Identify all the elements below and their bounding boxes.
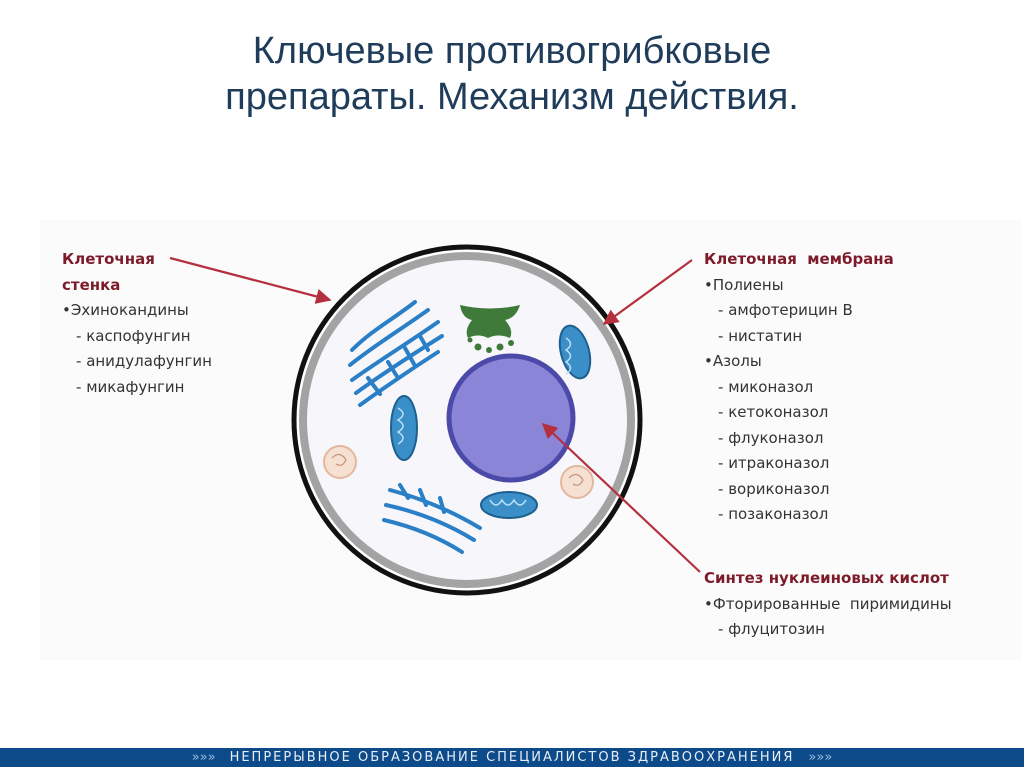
- golgi-apparatus-icon: [460, 305, 520, 353]
- nucleic-acid-arrow: [541, 422, 701, 573]
- slide-title: Ключевые противогрибковые препараты. Мех…: [0, 28, 1024, 120]
- fluorinated-pyrimidines-group: Фторированные пиримидины: [704, 592, 952, 618]
- nucleic-acid-heading: Синтез нуклеиновых кислот: [704, 569, 949, 587]
- cell-wall-arrow: [169, 256, 332, 304]
- cell-membrane-label: Клеточная мембрана Полиены амфотерицин В…: [704, 247, 894, 528]
- endoplasmic-reticulum-icon: [348, 300, 444, 407]
- drug-item: анидулафунгин: [62, 349, 212, 375]
- mitochondrion-icon: [558, 324, 592, 380]
- nucleus-icon: [446, 353, 576, 483]
- lysosome-icon: [323, 445, 357, 479]
- drug-item: вориконазол: [704, 477, 894, 503]
- footer-text: НЕПРЕРЫВНОЕ ОБРАЗОВАНИЕ СПЕЦИАЛИСТОВ ЗДР…: [229, 750, 795, 765]
- cell-membrane-heading: Клеточная мембрана: [704, 250, 894, 268]
- chevron-right-icon: »»»: [191, 750, 216, 765]
- drug-item: миконазол: [704, 375, 894, 401]
- cell-wall-label: Клеточная стенка Эхинокандины каспофунги…: [62, 247, 212, 400]
- slide-title-line2: препараты. Механизм действия.: [225, 76, 799, 118]
- chevron-right-icon: »»»: [808, 750, 833, 765]
- drug-item: амфотерицин В: [704, 298, 894, 324]
- lysosome-icon: [560, 465, 594, 499]
- echinocandins-group: Эхинокандины: [62, 298, 212, 324]
- drug-item: микафунгин: [62, 375, 212, 401]
- cell-membrane-arrow: [602, 259, 693, 325]
- polyenes-group: Полиены: [704, 273, 894, 299]
- drug-item: флуцитозин: [704, 617, 952, 643]
- mitochondrion-icon: [390, 395, 418, 461]
- cell-wall-heading-line1: Клеточная: [62, 250, 155, 268]
- drug-item: флуконазол: [704, 426, 894, 452]
- drug-item: каспофунгин: [62, 324, 212, 350]
- footer-bar: »»» НЕПРЕРЫВНОЕ ОБРАЗОВАНИЕ СПЕЦИАЛИСТОВ …: [0, 748, 1024, 767]
- drug-item: кетоконазол: [704, 400, 894, 426]
- rough-er-icon: [382, 483, 482, 554]
- azoles-group: Азолы: [704, 349, 894, 375]
- slide-title-line1: Ключевые противогрибковые: [252, 30, 772, 72]
- nucleic-acid-label: Синтез нуклеиновых кислот Фторированные …: [704, 566, 952, 643]
- drug-item: позаконазол: [704, 502, 894, 528]
- cell-wall-heading-line2: стенка: [62, 275, 121, 294]
- drug-item: итраконазол: [704, 451, 894, 477]
- drug-item: нистатин: [704, 324, 894, 350]
- mitochondrion-icon: [480, 491, 538, 519]
